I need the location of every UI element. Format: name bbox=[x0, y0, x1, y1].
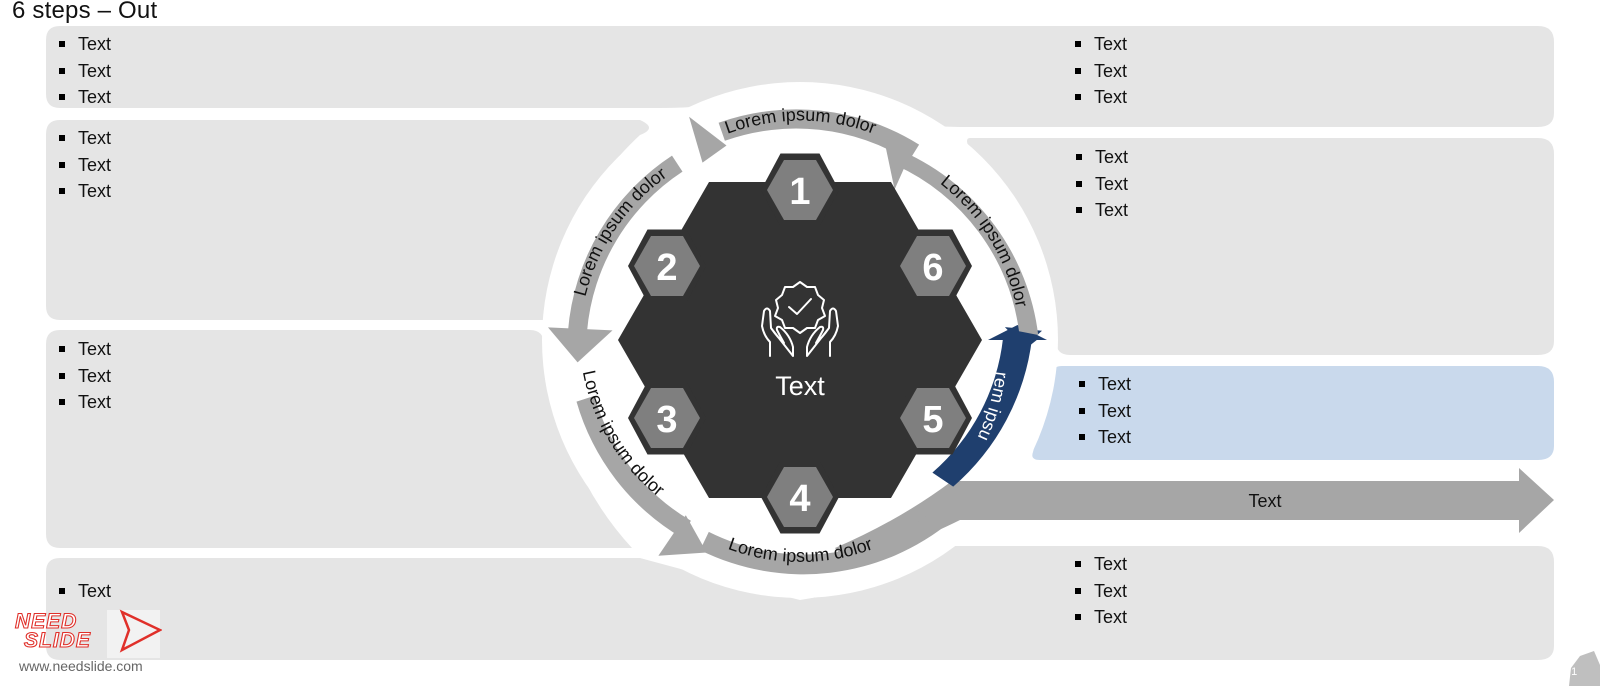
arrow-segment-upper-left bbox=[568, 155, 683, 332]
step-3-hexagon: 3 bbox=[628, 381, 706, 455]
list-item: Text bbox=[1074, 58, 1127, 85]
list-item: Text bbox=[58, 84, 111, 111]
panel-right-2 bbox=[967, 138, 1554, 355]
panel-left-2-list: Text Text Text bbox=[58, 125, 111, 205]
list-item: Text bbox=[1078, 371, 1131, 398]
list-item: Text bbox=[58, 31, 111, 58]
list-item: Text bbox=[1078, 398, 1131, 425]
list-item: Text bbox=[58, 389, 111, 416]
arrow-segment-bottom bbox=[700, 507, 952, 575]
list-item: Text bbox=[58, 578, 111, 605]
hands-holding-check-badge-icon bbox=[761, 281, 839, 357]
panel-right-highlight bbox=[1032, 366, 1554, 460]
list-item: Text bbox=[58, 58, 111, 85]
panel-top-left-list: Text Text Text bbox=[58, 31, 111, 111]
step-1-hexagon: 1 bbox=[761, 153, 839, 227]
logo-url: www.needslide.com bbox=[19, 658, 143, 674]
arrow-segment-top bbox=[718, 109, 920, 161]
panel-bottom-right-list: Text Text Text bbox=[1074, 551, 1127, 631]
step-6-hexagon: 6 bbox=[894, 229, 972, 303]
list-item: Text bbox=[1075, 197, 1128, 224]
slide-title: 6 steps – Out bbox=[12, 0, 158, 24]
list-item: Text bbox=[58, 125, 111, 152]
step-2-hexagon: 2 bbox=[628, 229, 706, 303]
arrow-head-lower-left bbox=[658, 515, 707, 556]
panel-left-3-list: Text Text Text bbox=[58, 336, 111, 416]
list-item: Text bbox=[58, 336, 111, 363]
step-hexagons: 1 2 3 4 5 6 bbox=[628, 153, 972, 534]
list-item: Text bbox=[1074, 604, 1127, 631]
logo-line-1: NEED bbox=[15, 610, 77, 633]
list-item: Text bbox=[58, 363, 111, 390]
logo-line-2: SLIDE bbox=[24, 629, 91, 652]
list-item: Text bbox=[58, 152, 111, 179]
arrow-head-upper-left bbox=[548, 327, 613, 363]
arrow-segment-upper-right bbox=[895, 151, 1039, 335]
panel-right-2-list: Text Text Text bbox=[1075, 144, 1128, 224]
center-label: Text bbox=[775, 371, 825, 401]
step-5-hexagon: 5 bbox=[894, 381, 972, 455]
center-hexagon bbox=[618, 182, 982, 498]
list-item: Text bbox=[1074, 31, 1127, 58]
panel-left-2 bbox=[46, 120, 649, 320]
out-arrow-label: Text bbox=[1248, 491, 1281, 511]
page-number: 71 bbox=[1565, 666, 1578, 678]
step-4-number: 4 bbox=[789, 478, 810, 520]
list-item: Text bbox=[58, 178, 111, 205]
step-3-number: 3 bbox=[656, 399, 677, 441]
page-number-badge bbox=[1569, 651, 1600, 686]
arrow-head-highlight bbox=[988, 325, 1047, 340]
arrow-segment-highlight bbox=[932, 338, 1032, 487]
panel-left-3 bbox=[46, 330, 632, 548]
list-item: Text bbox=[1074, 551, 1127, 578]
out-arrow bbox=[835, 468, 1554, 566]
arrow-head-upper-right bbox=[882, 132, 913, 190]
list-item: Text bbox=[1075, 144, 1128, 171]
step-2-number: 2 bbox=[656, 247, 677, 289]
panel-bottom bbox=[46, 546, 1554, 660]
step-4-hexagon: 4 bbox=[761, 460, 839, 534]
panel-top-right-list: Text Text Text bbox=[1074, 31, 1127, 111]
panel-bottom-left-list: Text bbox=[58, 578, 111, 605]
list-item: Text bbox=[1075, 171, 1128, 198]
panel-top bbox=[46, 26, 1554, 127]
panel-right-highlight-list: Text Text Text bbox=[1078, 371, 1131, 451]
step-5-number: 5 bbox=[922, 399, 943, 441]
needslide-logo: NEED SLIDE bbox=[14, 609, 162, 658]
step-1-number: 1 bbox=[789, 171, 810, 213]
list-item: Text bbox=[1074, 578, 1127, 605]
arrow-head-top bbox=[689, 116, 727, 163]
cycle-arrows bbox=[548, 109, 952, 575]
arrow-segment-lower-left bbox=[576, 395, 691, 538]
list-item: Text bbox=[1074, 84, 1127, 111]
step-6-number: 6 bbox=[922, 247, 943, 289]
list-item: Text bbox=[1078, 424, 1131, 451]
